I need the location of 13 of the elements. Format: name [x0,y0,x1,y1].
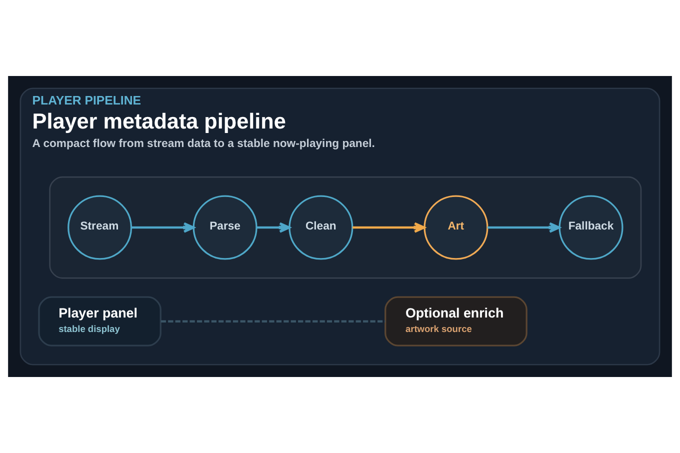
node-circle: Stream [68,195,132,260]
connector [160,320,386,322]
node-box: Player panel stable display [38,296,162,346]
arrow [352,222,426,233]
arrow [131,222,195,233]
node-circle: Clean [288,195,354,260]
node-circle: Parse [192,195,258,260]
node-circle: Fallback [558,195,624,260]
arrow [488,222,560,233]
cluster [49,176,642,279]
node-box: Optional enrich artwork source [384,296,528,346]
node-circle: Art [424,195,488,260]
arrow [256,222,290,233]
